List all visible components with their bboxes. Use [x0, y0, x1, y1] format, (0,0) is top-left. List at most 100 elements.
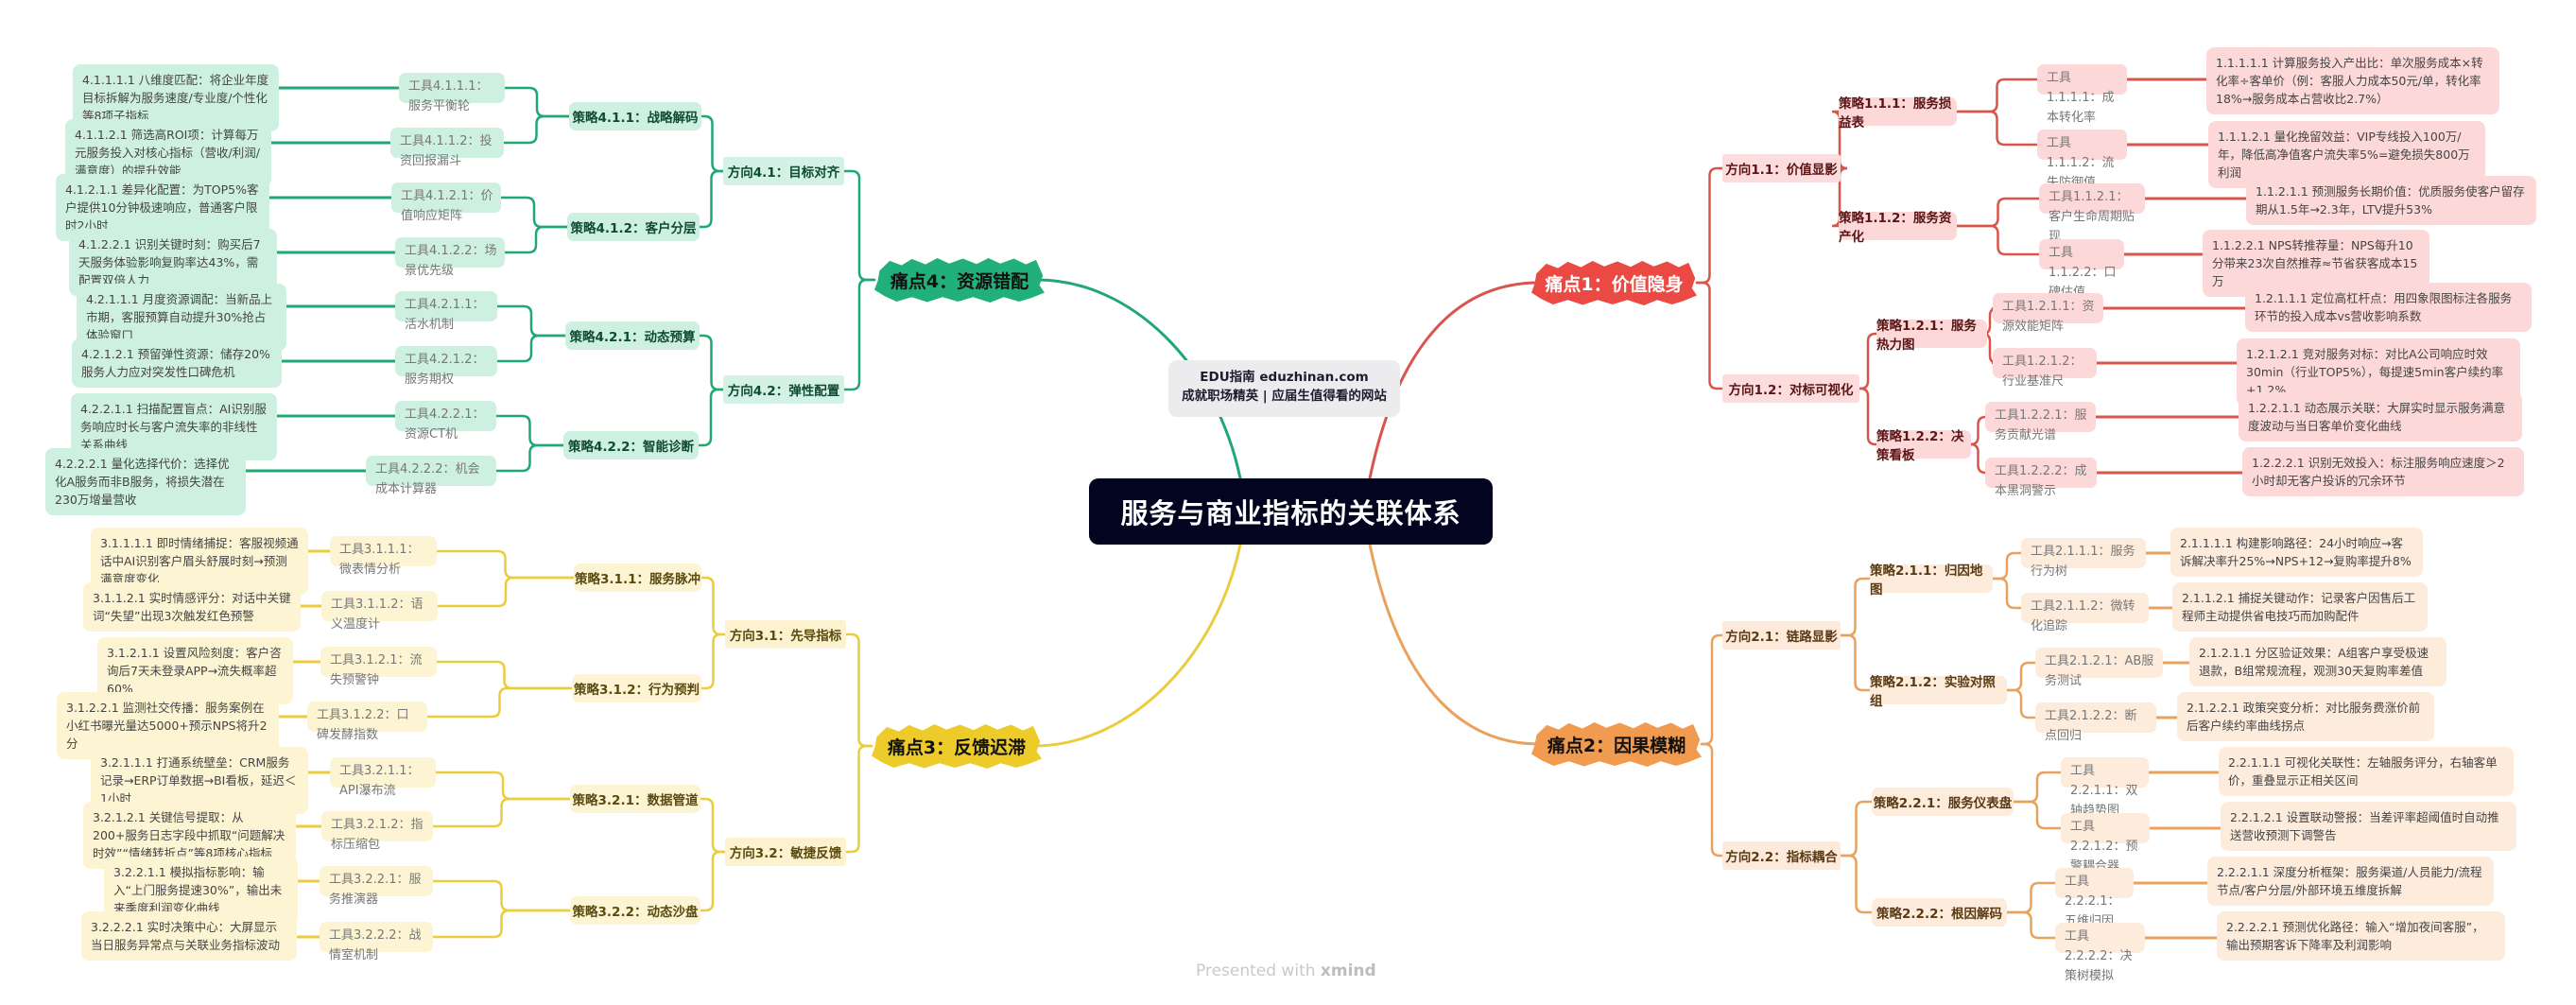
detail-1-2-2-2[interactable]: 1.2.2.2.1 识别无效投入：标注服务响应速度＞2小时却无客户投诉的冗余环节 — [2242, 447, 2524, 496]
strategy-1-1-1[interactable]: 策略1.1.1：服务损益表 — [1839, 96, 1957, 130]
detail-2-1-2-1[interactable]: 2.1.2.1.1 分区验证效果：A组客户享受极速退款，B组常规流程，观测30天… — [2189, 637, 2446, 686]
strategy-2-1-1[interactable]: 策略2.1.1：归因地图 — [1870, 563, 1993, 598]
brand-line-1: EDU指南 eduzhinan.com — [1200, 370, 1369, 385]
direction-2-1[interactable]: 方向2.1：链路显影 — [1722, 621, 1841, 650]
tool-2-2-2-1[interactable]: 工具2.2.2.1：五维归因 — [2055, 868, 2134, 928]
tool-1-1-2-1[interactable]: 工具1.1.2.1：客户生命周期贴现 — [2039, 183, 2145, 244]
detail-1-1-2-1-label: 1.1.2.1.1 预测服务长期价值：优质服务使客户留存期从1.5年→2.3年，… — [2256, 184, 2525, 217]
tool-2-1-2-2-label: 工具2.1.2.2：断点回归 — [2045, 709, 2137, 743]
strategy-4-2-1[interactable]: 策略4.2.1：动态预算 — [565, 321, 700, 350]
tool-4-1-1-1[interactable]: 工具4.1.1.1：服务平衡轮 — [399, 73, 505, 113]
detail-2-1-1-2[interactable]: 2.1.1.2.1 捕捉关键动作：记录客户因售后工程师主动提供省电技巧而加购配件 — [2172, 582, 2428, 632]
tool-2-1-1-2[interactable]: 工具2.1.1.2：微转化追踪 — [2021, 593, 2149, 633]
detail-2-2-2-2[interactable]: 2.2.2.2.1 预测优化路径：输入“增加夜间客服”，输出预期客诉下降率及利润… — [2217, 911, 2505, 961]
tool-3-2-1-1[interactable]: 工具3.2.1.1：API瀑布流 — [330, 757, 436, 798]
tool-2-2-1-2[interactable]: 工具2.2.1.2：预警耦合器 — [2061, 813, 2150, 874]
tool-2-2-2-2[interactable]: 工具2.2.2.2：决策树模拟 — [2055, 923, 2145, 983]
strategy-3-1-2[interactable]: 策略3.1.2：行为预判 — [572, 674, 701, 702]
detail-2-2-1-2-label: 2.2.1.2.1 设置联动警报：当差评率超阈值时自动推送营收预测下调警告 — [2230, 810, 2499, 842]
tool-4-2-1-1[interactable]: 工具4.2.1.1：活水机制 — [395, 291, 497, 332]
tool-3-1-1-1[interactable]: 工具3.1.1.1：微表情分析 — [330, 536, 437, 577]
direction-2-2[interactable]: 方向2.2：指标耦合 — [1722, 841, 1841, 870]
tool-4-2-1-2[interactable]: 工具4.2.1.2：服务期权 — [395, 346, 497, 387]
tool-3-1-2-1[interactable]: 工具3.1.2.1：流失预警钟 — [320, 647, 437, 687]
detail-2-2-2-1[interactable]: 2.2.2.1.1 深度分析框架：服务渠道/人员能力/流程节点/客户分层/外部环… — [2207, 857, 2494, 906]
pain-point-4[interactable]: 痛点4：资源错配 — [874, 257, 1045, 303]
tool-1-1-1-2-label: 工具1.1.1.2：流失防御值 — [2047, 136, 2115, 190]
detail-1-2-2-1[interactable]: 1.2.2.1.1 动态展示关联：大屏实时显示服务满意度波动与当日客单价变化曲线 — [2239, 392, 2522, 442]
detail-1-1-2-1[interactable]: 1.1.2.1.1 预测服务长期价值：优质服务使客户留存期从1.5年→2.3年，… — [2246, 176, 2536, 225]
tool-3-2-2-2[interactable]: 工具3.2.2.2：战情室机制 — [320, 922, 433, 962]
detail-2-1-2-1-label: 2.1.2.1.1 分区验证效果：A组客户享受极速退款，B组常规流程，观测30天… — [2199, 646, 2429, 678]
pain-point-2-label: 痛点2：因果模糊 — [1547, 735, 1686, 756]
brand-line-2: 成就职场精英 | 应届生值得看的网站 — [1182, 389, 1387, 404]
tool-4-2-2-2[interactable]: 工具4.2.2.2：机会成本计算器 — [366, 456, 496, 496]
strategy-4-1-2[interactable]: 策略4.1.2：客户分层 — [567, 213, 700, 241]
detail-2-1-1-1[interactable]: 2.1.1.1.1 构建影响路径：24小时响应→客诉解决率升25%→NPS+12… — [2170, 528, 2423, 577]
tool-1-2-2-2[interactable]: 工具1.2.2.2：成本黑洞警示 — [1985, 458, 2097, 498]
direction-3-2[interactable]: 方向3.2：敏捷反馈 — [725, 838, 846, 866]
strategy-2-2-1-label: 策略2.2.1：服务仪表盘 — [1873, 796, 2013, 811]
central-topic-label: 服务与商业指标的关联体系 — [1120, 497, 1461, 529]
strategy-2-1-2[interactable]: 策略2.1.2：实验对照组 — [1870, 675, 2007, 709]
tool-1-1-2-2[interactable]: 工具1.1.2.2：口碑估值 — [2039, 239, 2124, 300]
strategy-3-2-2[interactable]: 策略3.2.2：动态沙盘 — [570, 896, 700, 925]
strategy-4-2-2[interactable]: 策略4.2.2：智能诊断 — [563, 431, 699, 459]
detail-3-1-1-2[interactable]: 3.1.1.2.1 实时情感评分：对话中关键词“失望”出现3次触发红色预警 — [83, 582, 301, 632]
tool-2-1-2-1[interactable]: 工具2.1.2.1：AB服务测试 — [2035, 648, 2163, 688]
tool-3-1-2-2-label: 工具3.1.2.2：口碑发酵指数 — [317, 708, 409, 742]
presented-with-footer: Presented with xmind — [1196, 962, 1376, 980]
detail-4-2-2-2[interactable]: 4.2.2.2.1 量化选择代价：选择优化A服务而非B服务，将损失潜在230万增… — [45, 448, 246, 515]
tool-1-1-1-2[interactable]: 工具1.1.1.2：流失防御值 — [2037, 130, 2127, 190]
pain-point-3[interactable]: 痛点3：反馈迟滞 — [872, 723, 1042, 769]
detail-1-1-2-2-label: 1.1.2.2.1 NPS转推荐量：NPS每升10分带来23次自然推荐≈节省获客… — [2212, 238, 2418, 288]
pain-point-1[interactable]: 痛点1：价值隐身 — [1531, 260, 1697, 305]
strategy-1-2-1[interactable]: 策略1.2.1：服务热力图 — [1876, 319, 1987, 353]
detail-2-1-2-2[interactable]: 2.1.2.2.1 政策突变分析：对比服务费涨价前后客户续约率曲线拐点 — [2177, 692, 2434, 741]
direction-3-1[interactable]: 方向3.1：先导指标 — [725, 620, 846, 649]
direction-1-1[interactable]: 方向1.1：价值显影 — [1722, 154, 1841, 182]
strategy-3-1-1[interactable]: 策略3.1.1：服务脉冲 — [574, 563, 701, 592]
tool-3-1-2-2[interactable]: 工具3.1.2.2：口碑发酵指数 — [307, 702, 427, 742]
detail-3-1-1-2-label: 3.1.1.2.1 实时情感评分：对话中关键词“失望”出现3次触发红色预警 — [93, 591, 291, 623]
tool-1-2-1-2[interactable]: 工具1.2.1.2：行业基准尺 — [1993, 348, 2097, 389]
detail-2-2-1-2[interactable]: 2.2.1.2.1 设置联动警报：当差评率超阈值时自动推送营收预测下调警告 — [2221, 802, 2516, 851]
tool-2-1-2-2[interactable]: 工具2.1.2.2：断点回归 — [2035, 702, 2156, 743]
tool-4-2-2-1[interactable]: 工具4.2.2.1：资源CT机 — [395, 401, 496, 442]
tool-4-1-1-2-label: 工具4.1.1.2：投资回报漏斗 — [400, 134, 493, 168]
direction-3-2-label: 方向3.2：敏捷反馈 — [729, 846, 842, 861]
tool-4-1-2-2[interactable]: 工具4.1.2.2：场景优先级 — [395, 237, 505, 278]
detail-1-2-1-1[interactable]: 1.2.1.1.1 定位高杠杆点：用四象限图标注各服务环节的投入成本vs营收影响… — [2245, 283, 2532, 332]
tool-3-2-2-1[interactable]: 工具3.2.2.1：服务推演器 — [320, 866, 433, 907]
direction-1-2[interactable]: 方向1.2：对标可视化 — [1722, 374, 1859, 403]
pain-point-2[interactable]: 痛点2：因果模糊 — [1531, 721, 1702, 767]
detail-3-2-1-2-label: 3.2.1.2.1 关键信号提取：从200+服务日志字段中抓取“问题解决时效”“… — [93, 810, 285, 860]
strategy-2-2-2[interactable]: 策略2.2.2：根因解码 — [1872, 898, 2007, 927]
tool-1-2-2-1[interactable]: 工具1.2.2.1：服务贡献光谱 — [1985, 402, 2096, 442]
tool-1-2-1-1[interactable]: 工具1.2.1.1：资源效能矩阵 — [1993, 293, 2103, 334]
tool-2-2-1-1[interactable]: 工具2.2.1.1：双轴趋势图 — [2061, 757, 2149, 818]
detail-4-2-1-2[interactable]: 4.2.1.2.1 预留弹性资源：储存20%服务人力应对突发性口碑危机 — [72, 338, 282, 388]
strategy-1-1-2[interactable]: 策略1.1.2：服务资产化 — [1839, 211, 1957, 245]
direction-4-1[interactable]: 方向4.1：目标对齐 — [723, 157, 844, 185]
direction-4-2[interactable]: 方向4.2：弹性配置 — [723, 375, 844, 404]
tool-2-1-1-1[interactable]: 工具2.1.1.1：服务行为树 — [2021, 538, 2146, 579]
strategy-3-2-1-label: 策略3.2.1：数据管道 — [572, 793, 699, 808]
strategy-2-2-1[interactable]: 策略2.2.1：服务仪表盘 — [1872, 788, 2014, 816]
detail-1-1-1-1[interactable]: 1.1.1.1.1 计算服务投入产出比：单次服务成本×转化率÷客单价（例：客服人… — [2206, 47, 2499, 114]
central-topic[interactable]: 服务与商业指标的关联体系 — [1089, 478, 1493, 545]
tool-1-1-1-1[interactable]: 工具1.1.1.1：成本转化率 — [2037, 64, 2127, 125]
detail-2-2-1-1[interactable]: 2.2.1.1.1 可视化关联性：左轴服务评分，右轴客单价，重叠显示正相关区间 — [2219, 747, 2514, 796]
tool-1-1-2-1-label: 工具1.1.2.1：客户生命周期贴现 — [2049, 190, 2135, 244]
tool-3-2-1-2[interactable]: 工具3.2.1.2：指标压缩包 — [321, 811, 433, 852]
strategy-1-2-2[interactable]: 策略1.2.2：决策看板 — [1876, 429, 1971, 463]
tool-4-1-1-2[interactable]: 工具4.1.1.2：投资回报漏斗 — [390, 128, 504, 168]
strategy-3-2-1[interactable]: 策略3.2.1：数据管道 — [570, 785, 700, 813]
detail-3-1-2-1-label: 3.1.2.1.1 设置风险刻度：客户咨询后7天未登录APP→流失概率超60% — [107, 646, 282, 696]
strategy-4-1-1[interactable]: 策略4.1.1：战略解码 — [569, 102, 701, 130]
tool-3-1-1-2[interactable]: 工具3.1.1.2：语义温度计 — [321, 591, 438, 632]
tool-4-1-2-1[interactable]: 工具4.1.2.1：价值响应矩阵 — [391, 182, 501, 223]
detail-3-2-2-2[interactable]: 3.2.2.2.1 实时决策中心：大屏显示当日服务异常点与关联业务指标波动 — [81, 911, 297, 961]
tool-4-2-1-1-label: 工具4.2.1.1：活水机制 — [405, 298, 485, 332]
